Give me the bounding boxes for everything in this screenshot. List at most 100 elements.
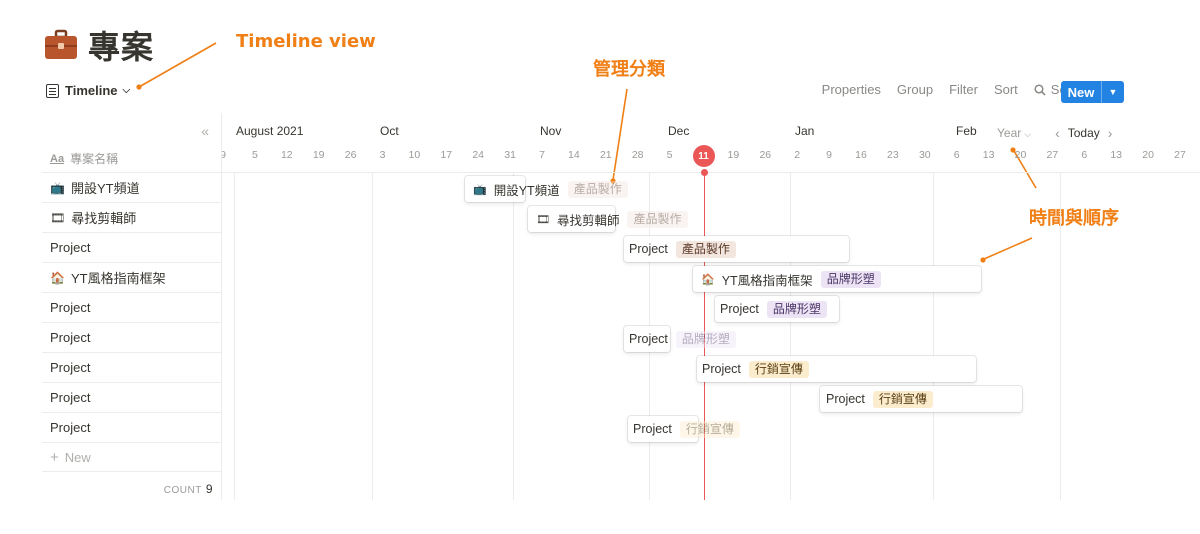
- timeline-card[interactable]: [624, 326, 670, 353]
- day-label: 2: [794, 149, 801, 161]
- day-label: 17: [440, 149, 453, 161]
- day-label: 7: [539, 149, 545, 161]
- count-label: COUNT: [163, 485, 202, 496]
- month-gridline: [1060, 173, 1061, 500]
- search-icon: [1034, 83, 1046, 96]
- previous-period-icon[interactable]: ‹: [1055, 125, 1060, 141]
- properties-button[interactable]: Properties: [821, 82, 881, 97]
- row-name: Project: [50, 240, 91, 255]
- day-label: 10: [408, 149, 421, 161]
- category-tag: 行銷宣傳: [748, 360, 809, 378]
- count-value: 9: [205, 482, 213, 496]
- row-name: YT風格指南框架: [70, 271, 166, 286]
- timeline-card-label[interactable]: Project 行銷宣傳: [826, 386, 933, 412]
- day-label: 12: [280, 149, 293, 161]
- page-emoji-icon: 🎞: [536, 213, 550, 226]
- day-label: 6: [953, 149, 960, 161]
- today-button[interactable]: Today: [1067, 126, 1100, 140]
- timeline-card-label[interactable]: 🏠YT風格指南框架品牌形塑: [701, 266, 881, 292]
- page-emoji-icon: 🎞: [50, 210, 66, 225]
- month-label: Jan: [795, 124, 815, 138]
- day-label: 5: [251, 149, 258, 161]
- group-button[interactable]: Group: [896, 82, 934, 97]
- chevron-down-icon: ⌵: [122, 85, 131, 96]
- timeline-view-icon: [46, 83, 59, 98]
- table-row[interactable]: Project: [42, 352, 222, 382]
- day-label: 16: [855, 149, 867, 161]
- new-button[interactable]: New ▼: [1061, 81, 1124, 103]
- add-row-label: New: [64, 449, 91, 465]
- timeline-card-title: 尋找剪輯師: [556, 213, 620, 228]
- table-row[interactable]: Project: [42, 292, 222, 322]
- category-tag: 品牌形塑: [766, 300, 827, 318]
- day-label: 13: [982, 149, 995, 161]
- next-period-icon[interactable]: ›: [1107, 125, 1113, 141]
- table-row[interactable]: Project: [42, 412, 222, 442]
- day-label: 20: [1014, 149, 1027, 161]
- day-label: 19: [312, 149, 325, 161]
- row-name: 尋找剪輯師: [71, 211, 137, 226]
- view-switcher[interactable]: Timeline ⌵: [46, 83, 130, 98]
- category-tag: 品牌形塑: [675, 330, 736, 348]
- table-row[interactable]: 📺 開設YT頻道: [42, 172, 222, 202]
- view-switcher-label: Timeline: [65, 83, 118, 98]
- day-label: 14: [568, 149, 580, 161]
- timeline-card[interactable]: [628, 416, 698, 443]
- timeline-card[interactable]: [528, 206, 615, 233]
- column-header-label: 專案名稱: [70, 152, 119, 166]
- day-label: 21: [599, 149, 612, 161]
- table-row[interactable]: 🎞 尋找剪輯師: [42, 202, 222, 232]
- timeline-card-title: Project: [633, 422, 672, 437]
- timeline-card[interactable]: [697, 356, 976, 383]
- filter-button[interactable]: Filter: [949, 82, 978, 97]
- chevron-down-icon: ⌵: [1024, 129, 1032, 139]
- category-tag: 行銷宣傳: [872, 390, 933, 408]
- row-name: Project: [50, 330, 91, 345]
- row-name: Project: [50, 300, 91, 315]
- category-tag: 產品製作: [627, 210, 688, 228]
- day-label: 23: [887, 149, 899, 161]
- table-panel: « Aa 專案名稱 📺 開設YT頻道 🎞 尋找剪輯師 Project 🏠YT風格指南框架 P…: [42, 113, 222, 500]
- day-label: 27: [1046, 149, 1059, 161]
- scale-selector[interactable]: Year⌵: [997, 126, 1031, 140]
- day-label: 3: [379, 149, 386, 161]
- timeline-card[interactable]: [465, 176, 525, 202]
- timeline-card-title: Project: [720, 302, 759, 317]
- table-row[interactable]: Project: [42, 382, 222, 412]
- timeline-card-label[interactable]: 🎞 尋找剪輯師產品製作: [536, 206, 688, 232]
- timeline-card-label[interactable]: 📺開設YT頻道產品製作: [473, 176, 628, 202]
- day-label: 30: [918, 149, 931, 161]
- chevron-down-icon[interactable]: ▼: [1108, 87, 1118, 97]
- table-row[interactable]: Project: [42, 322, 222, 352]
- timeline-card-title: Project: [826, 392, 865, 407]
- day-label: 13: [1110, 149, 1123, 161]
- row-name: 開設YT頻道: [70, 181, 140, 196]
- collapse-table-icon[interactable]: «: [201, 123, 209, 139]
- table-row[interactable]: 🏠YT風格指南框架: [42, 262, 222, 292]
- day-label: 27: [1174, 149, 1186, 161]
- column-header-name[interactable]: Aa 專案名稱: [50, 150, 118, 167]
- timeline-card-title: Project: [629, 242, 668, 257]
- add-row-button[interactable]: +New: [42, 442, 222, 472]
- category-tag: 品牌形塑: [820, 270, 881, 288]
- today-marker-line: [703, 173, 705, 500]
- table-row[interactable]: Project: [42, 232, 222, 262]
- day-label: 31: [504, 149, 516, 161]
- day-label: 19: [727, 149, 740, 161]
- today-date-badge: 11: [692, 145, 715, 167]
- timeline-card[interactable]: [624, 236, 849, 263]
- day-label: 26: [759, 149, 772, 161]
- page-emoji-icon: 📺: [50, 180, 65, 195]
- timeline-header-divider: [222, 172, 1200, 173]
- timeline-card-label[interactable]: Project 品牌形塑: [720, 296, 827, 322]
- timeline-controls: Year⌵ ‹ Today ›: [997, 125, 1120, 141]
- sort-button[interactable]: Sort: [993, 82, 1018, 97]
